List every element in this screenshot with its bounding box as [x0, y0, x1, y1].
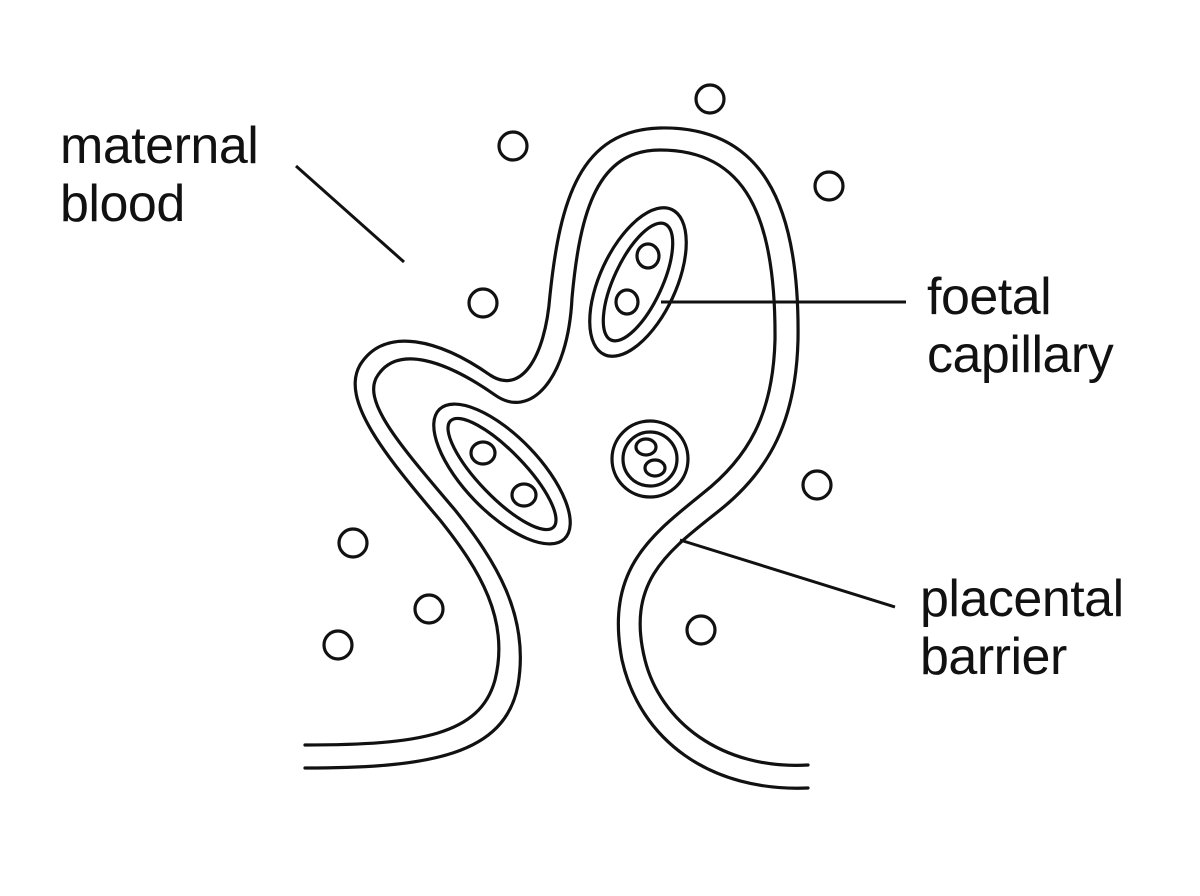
foetal-capillary-cross-section	[610, 419, 690, 499]
red-blood-cell	[614, 288, 640, 316]
maternal-blood-cell	[813, 170, 845, 202]
maternal-blood-cell	[337, 527, 369, 559]
capillary-lower-outer	[432, 402, 572, 546]
foetal-capillary-lower	[432, 402, 572, 546]
placental-barrier-wall	[303, 126, 810, 790]
maternal-blood-leader-line	[295, 164, 405, 264]
foetal-capillary-label: foetal capillary	[927, 268, 1114, 384]
red-blood-cell	[635, 242, 661, 270]
capillary-upper-inner	[601, 221, 675, 343]
maternal-blood-cell	[685, 614, 717, 646]
capillary-upper-outer	[588, 206, 688, 358]
red-blood-cell	[643, 458, 667, 478]
placental-barrier-leader-line	[679, 538, 896, 609]
capillary-lower-inner	[446, 416, 558, 532]
capillary-round-outer	[610, 419, 690, 499]
red-blood-cell	[469, 440, 497, 466]
villus-outline-outer	[303, 126, 810, 767]
maternal-blood-cells	[322, 83, 845, 661]
maternal-blood-label: maternal blood	[60, 117, 259, 233]
maternal-blood-cell	[497, 130, 529, 162]
placental-barrier-label-line-2: barrier	[920, 628, 1067, 686]
foetal-capillary-upper	[588, 206, 688, 358]
red-blood-cell	[510, 482, 538, 508]
maternal-blood-label-line-1: maternal	[60, 117, 259, 175]
red-blood-cell	[634, 437, 658, 457]
placental-barrier-label-line-1: placental	[920, 570, 1124, 628]
villus-outline-inner	[303, 148, 810, 790]
maternal-blood-cell	[322, 629, 354, 661]
capillary-round-inner	[621, 430, 679, 488]
maternal-blood-cell	[694, 83, 726, 115]
maternal-blood-cell	[801, 469, 833, 501]
maternal-blood-cell	[467, 287, 499, 319]
maternal-blood-label-line-2: blood	[60, 175, 185, 233]
maternal-blood-cell	[413, 593, 445, 625]
foetal-capillary-label-line-2: capillary	[927, 326, 1114, 384]
foetal-capillary-label-line-1: foetal	[927, 268, 1052, 326]
placental-barrier-label: placental barrier	[920, 570, 1124, 686]
